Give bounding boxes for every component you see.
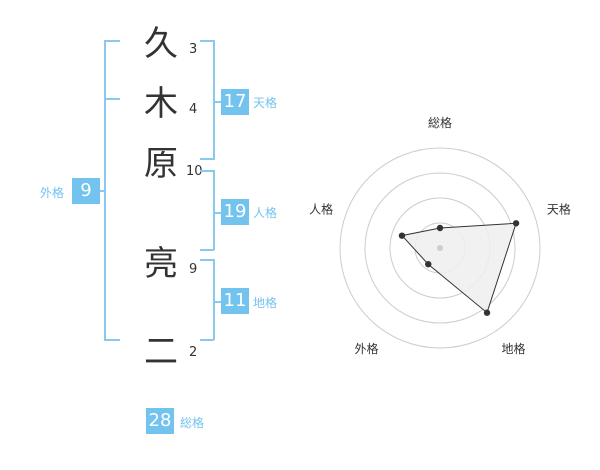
gaikaku-bracket-mid	[104, 98, 120, 100]
radar-point-2	[512, 220, 520, 227]
jinkaku-bracket-vertical	[213, 170, 215, 250]
tenkaku-label: 天格	[253, 96, 278, 110]
stroke-count-5: 2	[189, 345, 198, 360]
radar-axis-label-5: 人格	[309, 201, 333, 216]
chikaku-value: 11	[221, 288, 249, 314]
gaikaku-bracket-bottom	[104, 339, 120, 341]
gaikaku-bracket-vertical	[104, 40, 106, 340]
tenkaku-bracket-bottom	[200, 158, 214, 160]
jinkaku-label: 人格	[253, 206, 278, 220]
radar-axis-label-1: 総格	[428, 115, 452, 130]
tenkaku-bracket-vertical	[213, 40, 215, 160]
soukaku-value: 28	[146, 408, 174, 434]
radar-grid-ring-4	[339, 147, 541, 349]
stroke-count-1: 3	[189, 42, 198, 57]
stroke-count-3: 10	[186, 164, 203, 179]
name-char-3: 原	[144, 144, 178, 184]
chikaku-bracket-bottom	[200, 339, 214, 341]
radar-center-dot	[437, 245, 443, 251]
jinkaku-value: 19	[221, 199, 249, 225]
radar-grid-ring-3	[364, 172, 516, 324]
jinkaku-bracket-bottom	[200, 249, 214, 251]
gaikaku-bracket-connector	[96, 190, 104, 192]
stroke-count-4: 9	[189, 262, 198, 277]
name-char-2: 木	[144, 84, 178, 124]
radar-data-polygon	[401, 222, 517, 314]
radar-point-3	[483, 309, 491, 316]
radar-axis-label-3: 地格	[501, 341, 525, 356]
stroke-count-2: 4	[189, 102, 198, 117]
chikaku-label: 地格	[253, 296, 278, 310]
gaikaku-bracket-top	[104, 40, 120, 42]
radar-point-5	[398, 232, 406, 239]
radar-point-1	[436, 224, 444, 232]
radar-point-4	[425, 260, 432, 268]
chikaku-bracket-top	[200, 259, 214, 261]
chikaku-bracket-vertical	[213, 259, 215, 340]
name-char-1: 久	[144, 24, 178, 64]
tenkaku-bracket-connector	[213, 101, 221, 103]
gaikaku-label: 外格	[40, 186, 65, 200]
tenkaku-bracket-top	[200, 40, 214, 42]
jinkaku-bracket-connector	[213, 212, 221, 214]
gaikaku-value: 9	[72, 178, 100, 204]
radar-axis-label-4: 外格	[354, 341, 378, 356]
soukaku-label: 総格	[180, 416, 205, 430]
jinkaku-bracket-top	[200, 170, 214, 172]
name-char-5: 二	[144, 332, 178, 372]
name-char-4: 亮	[144, 244, 178, 284]
radar-axis-label-2: 天格	[547, 201, 571, 216]
tenkaku-value: 17	[221, 89, 249, 115]
chikaku-bracket-connector	[213, 301, 221, 303]
